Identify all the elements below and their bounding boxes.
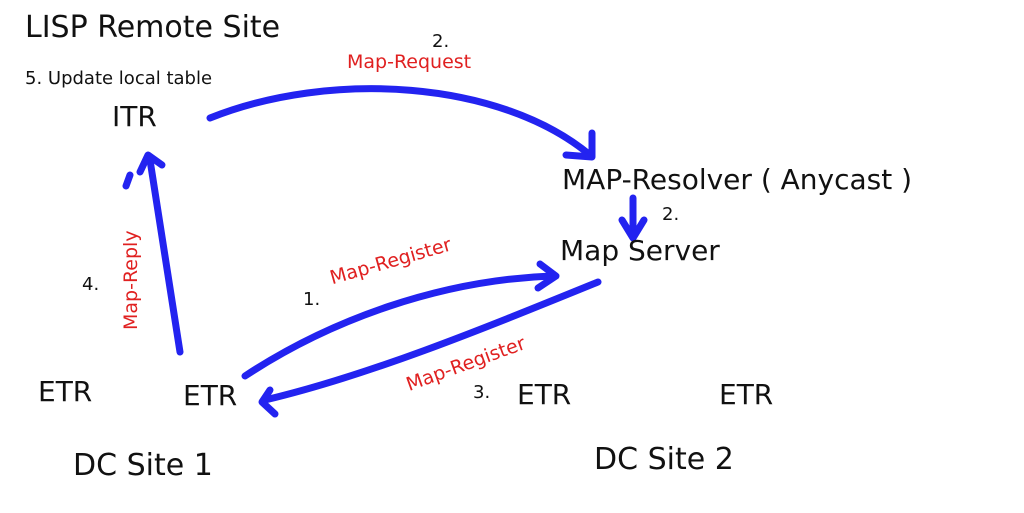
etr-dc2-left: ETR bbox=[517, 378, 572, 411]
step4-number: 4. bbox=[82, 274, 100, 295]
itr-node: ITR bbox=[112, 100, 157, 133]
step5-label: 5. Update local table bbox=[25, 68, 213, 89]
etr-dc2-right: ETR bbox=[719, 378, 774, 411]
step3-number: 3. bbox=[473, 382, 491, 403]
remote-site-title: LISP Remote Site bbox=[25, 10, 281, 45]
dc-site-2-title: DC Site 2 bbox=[594, 442, 734, 477]
map-resolver-node: MAP-Resolver ( Anycast ) bbox=[562, 163, 913, 196]
map-reply-tail-mark bbox=[122, 171, 134, 190]
step2-forward-number: 2. bbox=[662, 204, 680, 225]
map-server-node: Map Server bbox=[560, 234, 720, 267]
map-request-arrow bbox=[206, 85, 594, 159]
map-register-arrow bbox=[241, 272, 556, 380]
dc-site-1-title: DC Site 1 bbox=[73, 448, 213, 483]
step1-number: 1. bbox=[303, 289, 321, 310]
step2-request-number: 2. bbox=[432, 31, 450, 52]
etr-dc1-right: ETR bbox=[183, 379, 238, 412]
etr-dc1-left: ETR bbox=[38, 375, 93, 408]
map-reply-arrowhead bbox=[136, 151, 166, 176]
resolver-to-server-arrowhead bbox=[618, 216, 648, 242]
map-reply-label: Map-Reply bbox=[120, 230, 142, 330]
map-request-arrowhead bbox=[562, 129, 596, 161]
map-reply-arrow bbox=[146, 156, 184, 356]
map-register-return-arrow bbox=[261, 278, 602, 404]
map-request-label: Map-Request bbox=[347, 51, 472, 73]
map-register-arrowhead bbox=[534, 260, 560, 292]
map-register-return-arrowhead bbox=[258, 386, 279, 418]
